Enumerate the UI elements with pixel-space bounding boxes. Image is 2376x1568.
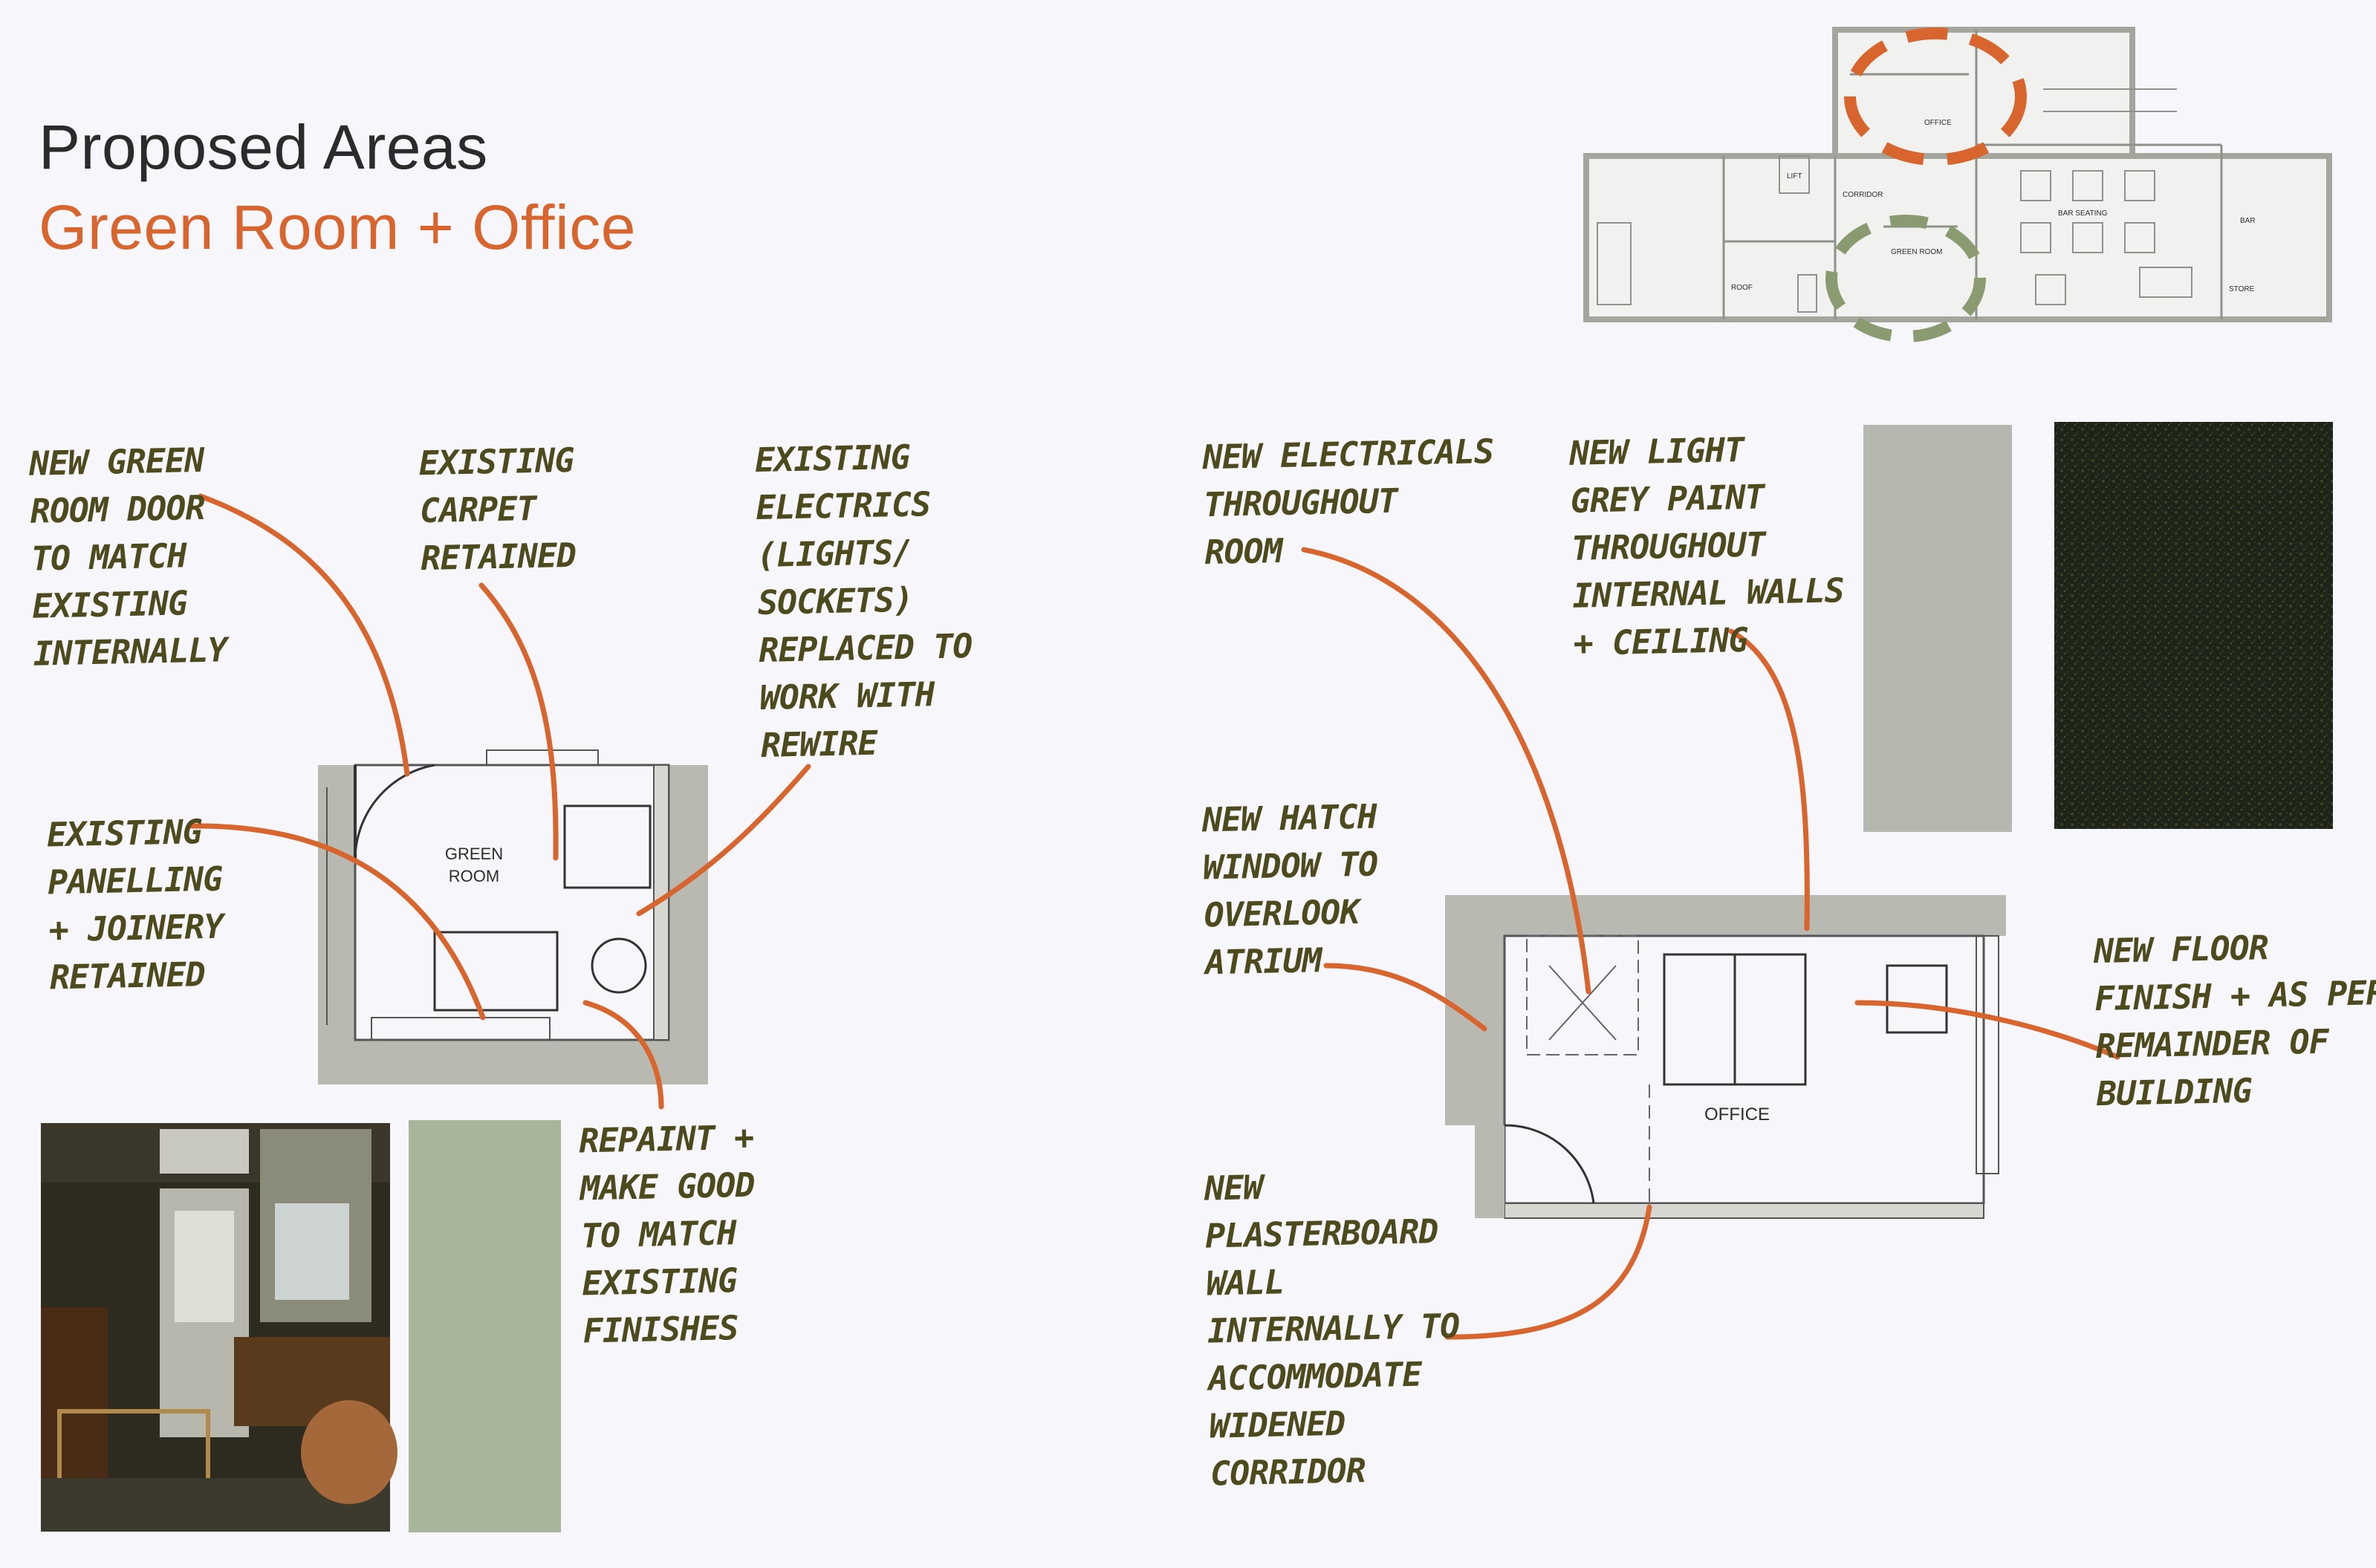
key-plan-label-lift: LIFT bbox=[1787, 172, 1802, 180]
green-room-photo bbox=[41, 1123, 397, 1532]
leader-line-wall bbox=[1444, 1204, 1652, 1340]
key-plan: OFFICE CORRIDOR LIFT GREEN ROOM ROOF BAR… bbox=[1583, 27, 2332, 342]
note-new-light-grey-paint: NEW LIGHT GREY PAINT THROUGHOUT INTERNAL… bbox=[1568, 429, 1845, 663]
key-plan-label-office: OFFICE bbox=[1924, 119, 1952, 127]
key-plan-label-roof: ROOF bbox=[1731, 284, 1753, 292]
office-hatch-cross bbox=[1548, 965, 1617, 1041]
key-plan-stair-small bbox=[1797, 274, 1817, 313]
page-title: Proposed Areas bbox=[39, 112, 488, 182]
key-plan-label-bar: BAR bbox=[2240, 217, 2256, 225]
grey-paint-swatch bbox=[1863, 425, 2012, 832]
key-plan-label-store: STORE bbox=[2229, 285, 2255, 293]
note-new-electricals: NEW ELECTRICALS THROUGHOUT ROOM bbox=[1202, 431, 1494, 573]
green-room-round-table bbox=[591, 937, 647, 994]
note-new-floor-finish: NEW FLOOR FINISH + AS PER REMAINDER OF B… bbox=[2093, 928, 2376, 1114]
green-room-cabinet bbox=[371, 1017, 551, 1041]
green-room-highlight-ring bbox=[1825, 215, 1986, 342]
key-plan-label-green-room: GREEN ROOM bbox=[1891, 248, 1942, 256]
key-plan-table bbox=[2124, 170, 2155, 201]
green-room-wall-east bbox=[669, 765, 708, 1084]
key-plan-bar-counter bbox=[2139, 267, 2192, 298]
office-door-jamb bbox=[1475, 1125, 1505, 1218]
note-new-green-room-door: NEW GREEN ROOM DOOR TO MATCH EXISTING IN… bbox=[28, 440, 228, 674]
green-room-armchair bbox=[563, 804, 652, 889]
key-plan-table bbox=[2020, 170, 2051, 201]
note-existing-carpet: EXISTING CARPET RETAINED bbox=[418, 440, 577, 579]
leader-line-electricals bbox=[1301, 547, 1591, 995]
key-plan-stair bbox=[1597, 222, 1632, 305]
key-plan-table bbox=[2124, 222, 2155, 253]
note-new-plasterboard-wall: NEW PLASTERBOARD WALL INTERNALLY TO ACCO… bbox=[1204, 1167, 1460, 1494]
office-plan: OFFICE bbox=[1445, 895, 2006, 1219]
green-room-window bbox=[486, 749, 599, 766]
green-room-label-line1: GREEN bbox=[445, 845, 503, 863]
green-room-wall-west bbox=[318, 765, 355, 1084]
leader-line-hatch bbox=[1323, 963, 1487, 1032]
office-wall-north bbox=[1445, 895, 2006, 936]
leader-line-floor bbox=[1854, 1000, 2120, 1060]
leader-line-door bbox=[198, 493, 410, 777]
leader-line-paint bbox=[1728, 628, 1810, 931]
office-interior bbox=[1503, 934, 1985, 1205]
office-window-east bbox=[1976, 935, 1999, 1174]
green-room-sofa bbox=[433, 931, 559, 1012]
leader-line-electrics bbox=[636, 764, 811, 917]
carpet-swatch bbox=[2054, 422, 2333, 829]
key-plan-table bbox=[2035, 274, 2066, 305]
key-plan-table bbox=[2072, 170, 2103, 201]
note-existing-panelling: EXISTING PANELLING + JOINERY RETAINED bbox=[46, 812, 224, 998]
office-wall-west bbox=[1445, 895, 1505, 1125]
key-plan-lift bbox=[1779, 155, 1810, 194]
green-room-wall-south bbox=[318, 1040, 708, 1084]
office-south-wall bbox=[1504, 1203, 1984, 1219]
leader-line-repaint bbox=[582, 1000, 664, 1110]
office-door-swing bbox=[1504, 1124, 1595, 1204]
leader-lines bbox=[189, 493, 2120, 1340]
sage-paint-swatch bbox=[409, 1120, 561, 1532]
key-plan-label-bar-seating: BAR SEATING bbox=[2058, 209, 2108, 218]
key-plan-table bbox=[2072, 222, 2103, 253]
office-cabinet bbox=[1886, 964, 1948, 1034]
key-plan-outline bbox=[1583, 153, 2332, 322]
office-label: OFFICE bbox=[1704, 1105, 1770, 1125]
note-new-hatch-window: NEW HATCH WINDOW TO OVERLOOK ATRIUM bbox=[1201, 796, 1378, 983]
leader-line-carpet bbox=[478, 582, 559, 861]
note-existing-electrics: EXISTING ELECTRICS (LIGHTS/ SOCKETS) REP… bbox=[754, 437, 973, 765]
key-plan-label-corridor: CORRIDOR bbox=[1843, 191, 1883, 199]
page-subtitle: Green Room + Office bbox=[39, 192, 636, 262]
green-room-label-line2: ROOM bbox=[449, 867, 499, 885]
note-repaint: REPAINT + MAKE GOOD TO MATCH EXISTING FI… bbox=[578, 1117, 756, 1351]
leader-line-panelling bbox=[189, 823, 486, 1021]
green-room-plan: GREEN ROOM bbox=[318, 749, 708, 1084]
office-highlight-ring bbox=[1844, 27, 2027, 166]
key-plan-table bbox=[2020, 222, 2051, 253]
